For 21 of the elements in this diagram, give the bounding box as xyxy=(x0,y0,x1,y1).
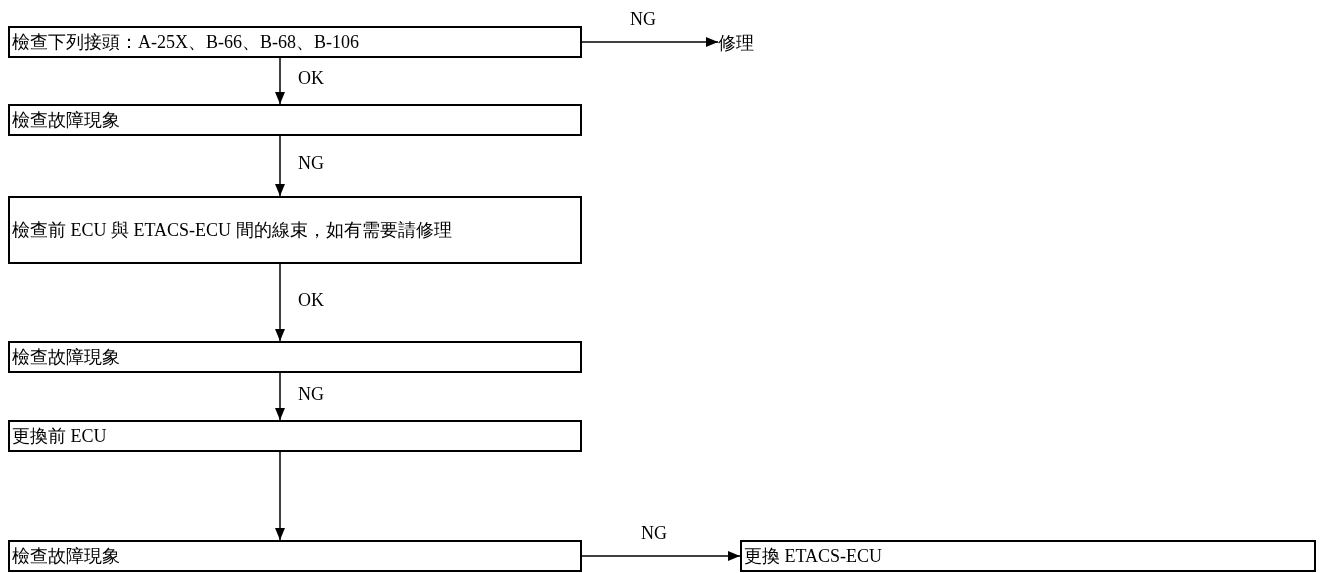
step-box: 檢查下列接頭：A-25X、B-66、B-68、B-106 xyxy=(8,26,582,58)
edge-label: NG xyxy=(298,382,324,405)
arrow xyxy=(581,37,719,47)
step-box: 檢查前 ECU 與 ETACS-ECU 間的線束，如有需要請修理 xyxy=(8,196,582,264)
edge-label: NG xyxy=(630,8,656,30)
arrow xyxy=(581,551,741,561)
step-box: 更換 ETACS-ECU xyxy=(740,540,1316,572)
edge-label: OK xyxy=(298,67,324,89)
edge-label: NG xyxy=(641,522,667,544)
arrow xyxy=(275,135,285,197)
edge-label: OK xyxy=(298,288,324,311)
arrow xyxy=(275,451,285,541)
arrow xyxy=(275,372,285,421)
step-box: 檢查故障現象 xyxy=(8,540,582,572)
step-box: 更換前 ECU xyxy=(8,420,582,452)
outcome-text: 修理 xyxy=(718,30,778,56)
edge-label: NG xyxy=(298,152,324,174)
step-box: 檢查故障現象 xyxy=(8,104,582,136)
arrow xyxy=(275,263,285,342)
step-box: 檢查故障現象 xyxy=(8,341,582,373)
arrow xyxy=(275,57,285,105)
